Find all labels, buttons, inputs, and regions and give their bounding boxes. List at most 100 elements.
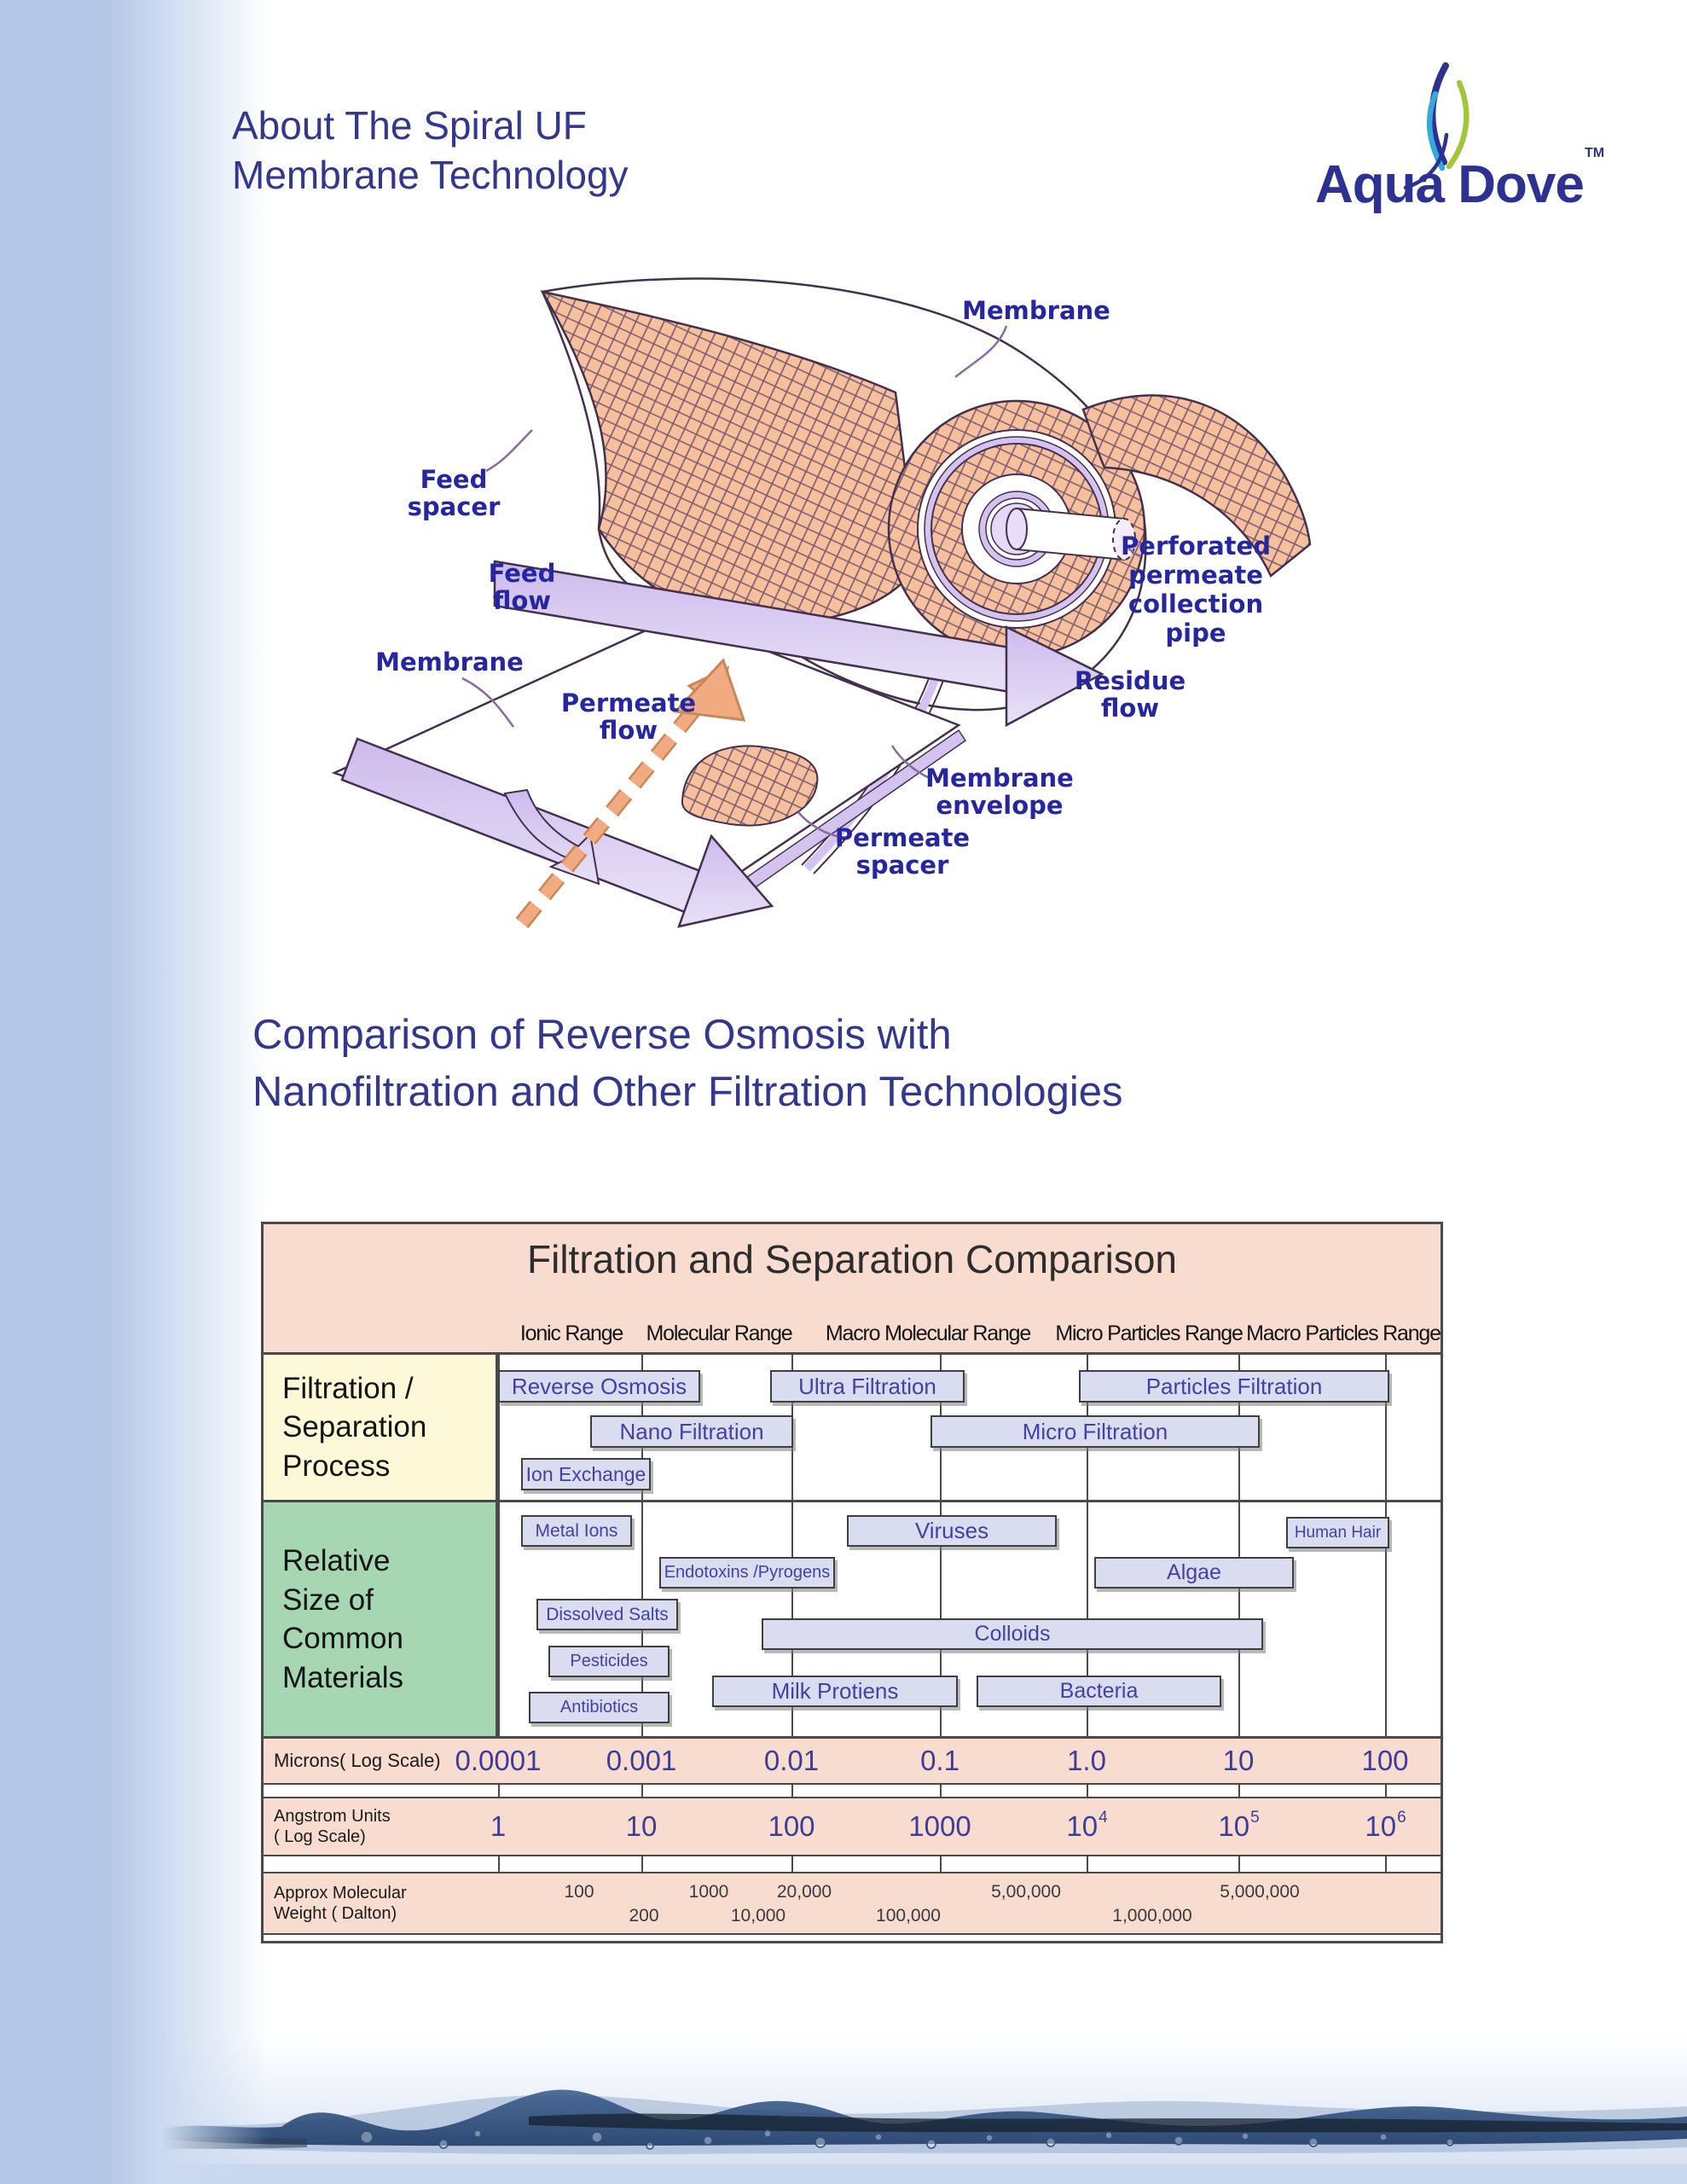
angstrom-value: 1 bbox=[490, 1810, 507, 1842]
chart-bar: Endotoxins /Pyrogens bbox=[659, 1557, 835, 1589]
micron-value: 1.0 bbox=[1067, 1745, 1106, 1776]
angstrom-value: 104 bbox=[1066, 1809, 1108, 1842]
permeate-spacer-label-1: Permeate bbox=[835, 823, 970, 852]
section-heading-line1: Comparison of Reverse Osmosis with bbox=[252, 1012, 952, 1058]
micron-value: 0.0001 bbox=[455, 1745, 542, 1776]
scale-tick-row bbox=[264, 1785, 1441, 1797]
outer-mesh-flap bbox=[1081, 394, 1312, 578]
scale-tick bbox=[940, 1785, 942, 1797]
scale-tick bbox=[791, 1856, 793, 1872]
weight-scale-label: Approx Molecular Weight ( Dalton) bbox=[274, 1884, 407, 1923]
chart-bar: Antibiotics bbox=[529, 1692, 670, 1723]
feed-spacer-connector bbox=[485, 429, 533, 473]
weight-value: 5,000,000 bbox=[1220, 1882, 1300, 1902]
range-header: Macro Molecular Range bbox=[825, 1321, 1031, 1345]
pipe-label-4: pipe bbox=[1165, 619, 1226, 648]
membrane-top-connector bbox=[954, 325, 1008, 378]
chart-bar: Dissolved Salts bbox=[536, 1599, 678, 1630]
lower-feed-band-arrow bbox=[340, 737, 774, 928]
membrane-left-connector bbox=[461, 677, 515, 728]
filtration-comparison-table: Filtration and Separation Comparison Ion… bbox=[261, 1222, 1443, 1943]
chart-bar: Colloids bbox=[762, 1618, 1263, 1650]
page-title-line2: Membrane Technology bbox=[232, 153, 629, 197]
section-heading-line2: Nanofiltration and Other Filtration Tech… bbox=[252, 1069, 1123, 1115]
weight-value: 5,00,000 bbox=[991, 1882, 1061, 1902]
feed-flow-label-2: flow bbox=[493, 586, 551, 615]
grid-line bbox=[1385, 1502, 1387, 1736]
microns-scale-label: Microns( Log Scale) bbox=[274, 1749, 441, 1771]
logo-tm: TM bbox=[1585, 146, 1604, 160]
range-header: Macro Particles Range bbox=[1246, 1321, 1441, 1345]
pipe-label-2: permeate bbox=[1128, 561, 1263, 590]
dove-swirl-icon bbox=[1403, 62, 1470, 190]
grid-line bbox=[498, 1355, 500, 1500]
permeate-spacer-connector bbox=[797, 811, 845, 839]
grid-line bbox=[1385, 1355, 1387, 1500]
chart-bar: Reverse Osmosis bbox=[498, 1370, 700, 1403]
envelope-label-2: envelope bbox=[936, 791, 1063, 820]
residue-flow-arrowhead bbox=[1005, 624, 1104, 728]
scale-tick bbox=[791, 1785, 793, 1797]
envelope-label-1: Membrane bbox=[925, 764, 1074, 793]
micron-value: 100 bbox=[1361, 1745, 1409, 1776]
weight-value: 100 bbox=[564, 1882, 594, 1902]
range-header: Ionic Range bbox=[519, 1321, 623, 1345]
micron-value: 0.001 bbox=[606, 1745, 677, 1776]
chart-bar: Viruses bbox=[847, 1515, 1057, 1547]
chart-bar: Micro Filtration bbox=[930, 1415, 1260, 1448]
residue-flow-label-1: Residue bbox=[1075, 666, 1186, 695]
chart-bar: Algae bbox=[1094, 1557, 1294, 1589]
scale-tick bbox=[1087, 1785, 1088, 1797]
chart-bar: Metal Ions bbox=[521, 1515, 632, 1547]
pipe-connector bbox=[1122, 540, 1142, 558]
pipe-label-3: collection bbox=[1128, 590, 1263, 619]
scale-tick bbox=[1238, 1856, 1240, 1872]
membrane-left-label: Membrane bbox=[375, 648, 524, 677]
angstrom-scale-label: Angstrom Units ( Log Scale) bbox=[274, 1807, 391, 1846]
wave-bubbles bbox=[360, 2129, 1454, 2150]
scale-tick bbox=[940, 1856, 942, 1872]
permeate-spacer-label-2: spacer bbox=[856, 851, 949, 880]
range-header: Micro Particles Range bbox=[1055, 1321, 1244, 1345]
aqua-dove-logo: Aqua Dove TM bbox=[1271, 53, 1629, 232]
feed-flow-label-1: Feed bbox=[489, 559, 556, 588]
chart-bar: Particles Filtration bbox=[1079, 1370, 1389, 1403]
chart-bar: Ultra Filtration bbox=[770, 1370, 965, 1403]
angstrom-value: 105 bbox=[1218, 1809, 1260, 1842]
weight-value: 10,000 bbox=[730, 1906, 786, 1926]
grid-line bbox=[498, 1502, 500, 1736]
chart-bar: Ion Exchange bbox=[521, 1458, 651, 1490]
weight-value: 200 bbox=[629, 1906, 659, 1926]
angstrom-value: 10 bbox=[625, 1810, 658, 1842]
permeate-flow-label-1: Permeate bbox=[561, 688, 696, 717]
scale-tick-row bbox=[264, 1856, 1441, 1872]
left-gradient-strip bbox=[0, 0, 281, 2184]
micron-value: 10 bbox=[1222, 1745, 1255, 1776]
table-title: Filtration and Separation Comparison bbox=[527, 1237, 1177, 1281]
angstrom-value: 100 bbox=[768, 1810, 815, 1842]
permeate-flow-label-2: flow bbox=[600, 716, 658, 745]
page-title: About The Spiral UF Membrane Technology bbox=[232, 101, 629, 200]
feed-spacer-label-1: Feed bbox=[420, 465, 488, 494]
chart-bar: Milk Protiens bbox=[712, 1676, 958, 1707]
table-header: Filtration and Separation Comparison Ion… bbox=[264, 1224, 1441, 1355]
wave-shadow-streak bbox=[529, 2113, 1687, 2133]
collection-pipe bbox=[1006, 507, 1136, 561]
envelope-connector bbox=[890, 745, 930, 780]
membrane-top-label: Membrane bbox=[962, 296, 1110, 325]
chart-bar: Bacteria bbox=[977, 1676, 1221, 1707]
permeate-spacer-mesh bbox=[681, 745, 819, 827]
chart-bar: Pesticides bbox=[548, 1646, 670, 1677]
permeate-flow-arrow bbox=[515, 658, 746, 928]
chart-bar: Nano Filtration bbox=[590, 1415, 793, 1448]
page-title-line1: About The Spiral UF bbox=[232, 103, 587, 148]
bottom-border-band bbox=[0, 2164, 1687, 2184]
